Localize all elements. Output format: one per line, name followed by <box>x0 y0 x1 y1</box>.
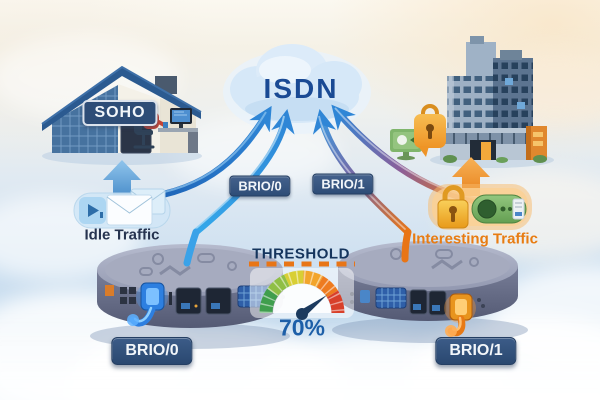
router-top-engraving <box>390 248 479 270</box>
up-arrow-icon <box>452 157 490 196</box>
idle-traffic-icons <box>73 160 171 229</box>
interface-label-router-right: BRIO/1 <box>435 337 517 365</box>
soho-sign: SOHO <box>82 100 158 126</box>
idle-traffic-label: Idle Traffic <box>84 226 160 244</box>
router-top-engraving <box>139 253 237 276</box>
isdn-cloud-title: ISDN <box>263 73 339 104</box>
router-right <box>332 228 528 343</box>
interface-label-router-left: BRIO/0 <box>111 337 193 365</box>
padlock-icon <box>437 185 469 229</box>
interface-label-link-left: BRIO/0 <box>229 175 291 197</box>
corporate-building <box>430 36 554 168</box>
envelope-icon <box>106 194 153 226</box>
secure-session-icons <box>390 104 446 161</box>
up-arrow-icon <box>103 160 141 199</box>
interface-label-link-right: BRIO/1 <box>312 173 374 195</box>
gauge-ticks <box>259 270 345 314</box>
threshold-value: 70% <box>278 314 326 341</box>
lit-doorway <box>481 142 491 160</box>
vpn-device-icon <box>471 194 527 224</box>
play-icon <box>79 197 106 224</box>
interesting-traffic-icons <box>428 157 532 230</box>
padlock-bubble-icon <box>414 104 446 157</box>
threshold-gauge <box>249 261 355 320</box>
interesting-traffic-label: Interesting Traffic <box>412 230 538 248</box>
threshold-title: THRESHOLD <box>252 245 350 263</box>
